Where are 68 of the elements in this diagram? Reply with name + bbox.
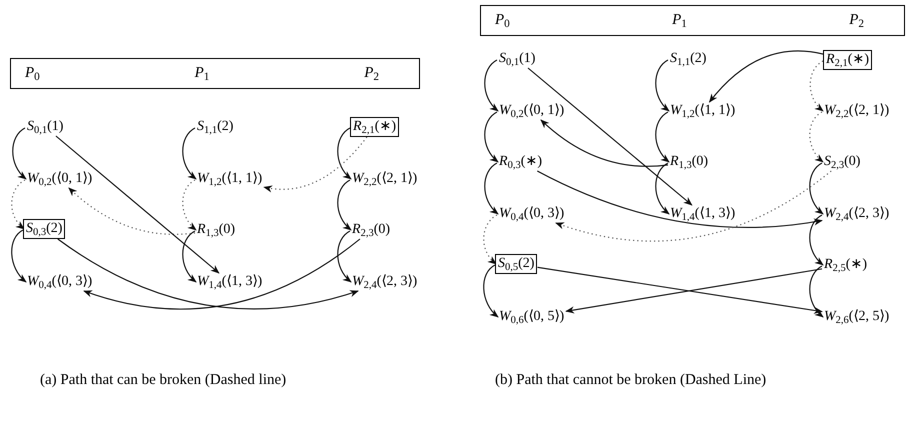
term-label: W$_{2,2}$(⟨2, 1⟩)	[350, 170, 420, 188]
dotted-arrow	[555, 170, 832, 242]
processor-label: P$_{1}$	[672, 11, 687, 32]
boxed-term: S$_{0,5}$(2)	[495, 254, 538, 274]
arrow	[337, 230, 352, 283]
arrow	[12, 128, 27, 180]
arrow	[337, 180, 352, 231]
arrow	[337, 128, 352, 180]
term-label: W$_{2,4}$(⟨2, 3⟩)	[350, 273, 420, 291]
dotted-arrow	[263, 136, 368, 192]
arrow	[56, 136, 220, 274]
boxed-term: S$_{0,3}$(2)	[23, 219, 66, 239]
term-label: W$_{0,4}$(⟨0, 3⟩)	[25, 273, 94, 291]
term-label: W$_{0,2}$(⟨0, 1⟩)	[497, 102, 566, 120]
term-label: S$_{1,1}$(2)	[668, 50, 708, 68]
arrow	[11, 230, 27, 283]
caption: (a) Path that can be broken (Dashed line)	[40, 371, 288, 390]
term-label: W$_{1,2}$(⟨1, 1⟩)	[668, 102, 738, 120]
term-label: R$_{0,3}$(∗)	[497, 153, 544, 171]
term-label: S$_{0,1}$(1)	[497, 50, 538, 68]
caption: (b) Path that cannot be broken (Dashed Line)	[495, 371, 768, 390]
arrow	[708, 50, 824, 103]
arrow	[484, 60, 499, 112]
term-label: W$_{1,4}$(⟨1, 3⟩)	[195, 273, 264, 291]
arrow	[182, 128, 197, 180]
arrow	[483, 264, 499, 318]
processor-header-bar	[10, 58, 420, 89]
processor-header-bar	[480, 5, 905, 36]
term-label: R$_{1,3}$(0)	[668, 153, 710, 171]
arrow	[484, 162, 499, 215]
term-label: W$_{1,2}$(⟨1, 1⟩)	[195, 170, 264, 188]
arrow	[809, 162, 824, 215]
term-label: R$_{1,3}$(0)	[195, 221, 238, 239]
arrow	[182, 230, 197, 283]
processor-label: P$_{1}$	[194, 64, 210, 85]
arrow	[809, 266, 824, 318]
term-label: W$_{1,4}$(⟨1, 3⟩)	[668, 205, 738, 223]
processor-label: P$_{0}$	[25, 64, 40, 85]
boxed-term: R$_{2,1}$(∗)	[350, 117, 400, 137]
dotted-arrow	[809, 112, 824, 163]
term-label: W$_{2,2}$(⟨2, 1⟩)	[822, 102, 892, 120]
arrow	[540, 119, 668, 167]
term-label: S$_{2,3}$(0)	[822, 153, 862, 171]
dotted-arrow	[182, 180, 197, 231]
arrow	[655, 112, 670, 163]
dotted-arrow	[11, 180, 26, 230]
arrow	[655, 162, 670, 215]
term-label: W$_{2,4}$(⟨2, 3⟩)	[822, 205, 892, 223]
term-label: R$_{2,5}$(∗)	[822, 256, 870, 274]
term-label: W$_{0,6}$(⟨0, 5⟩)	[497, 308, 566, 326]
term-label: R$_{2,3}$(0)	[350, 221, 392, 239]
term-label: W$_{0,4}$(⟨0, 3⟩)	[497, 205, 566, 223]
term-label: W$_{0,2}$(⟨0, 1⟩)	[25, 170, 94, 188]
term-label: S$_{0,1}$(1)	[25, 118, 66, 136]
dotted-arrow	[483, 214, 498, 265]
dotted-arrow	[68, 187, 196, 235]
processor-label: P$_{2}$	[364, 64, 379, 85]
arrow	[528, 68, 692, 206]
term-label: S$_{1,1}$(2)	[195, 118, 236, 136]
processor-label: P$_{0}$	[495, 11, 510, 32]
arrow	[537, 170, 823, 228]
processor-label: P$_{2}$	[849, 11, 864, 32]
dotted-arrow	[810, 60, 824, 112]
arrow	[655, 60, 670, 112]
boxed-term: R$_{2,1}$(∗)	[823, 50, 872, 70]
arrow	[484, 112, 499, 163]
term-label: W$_{2,6}$(⟨2, 5⟩)	[822, 308, 892, 326]
arrow	[809, 214, 824, 266]
